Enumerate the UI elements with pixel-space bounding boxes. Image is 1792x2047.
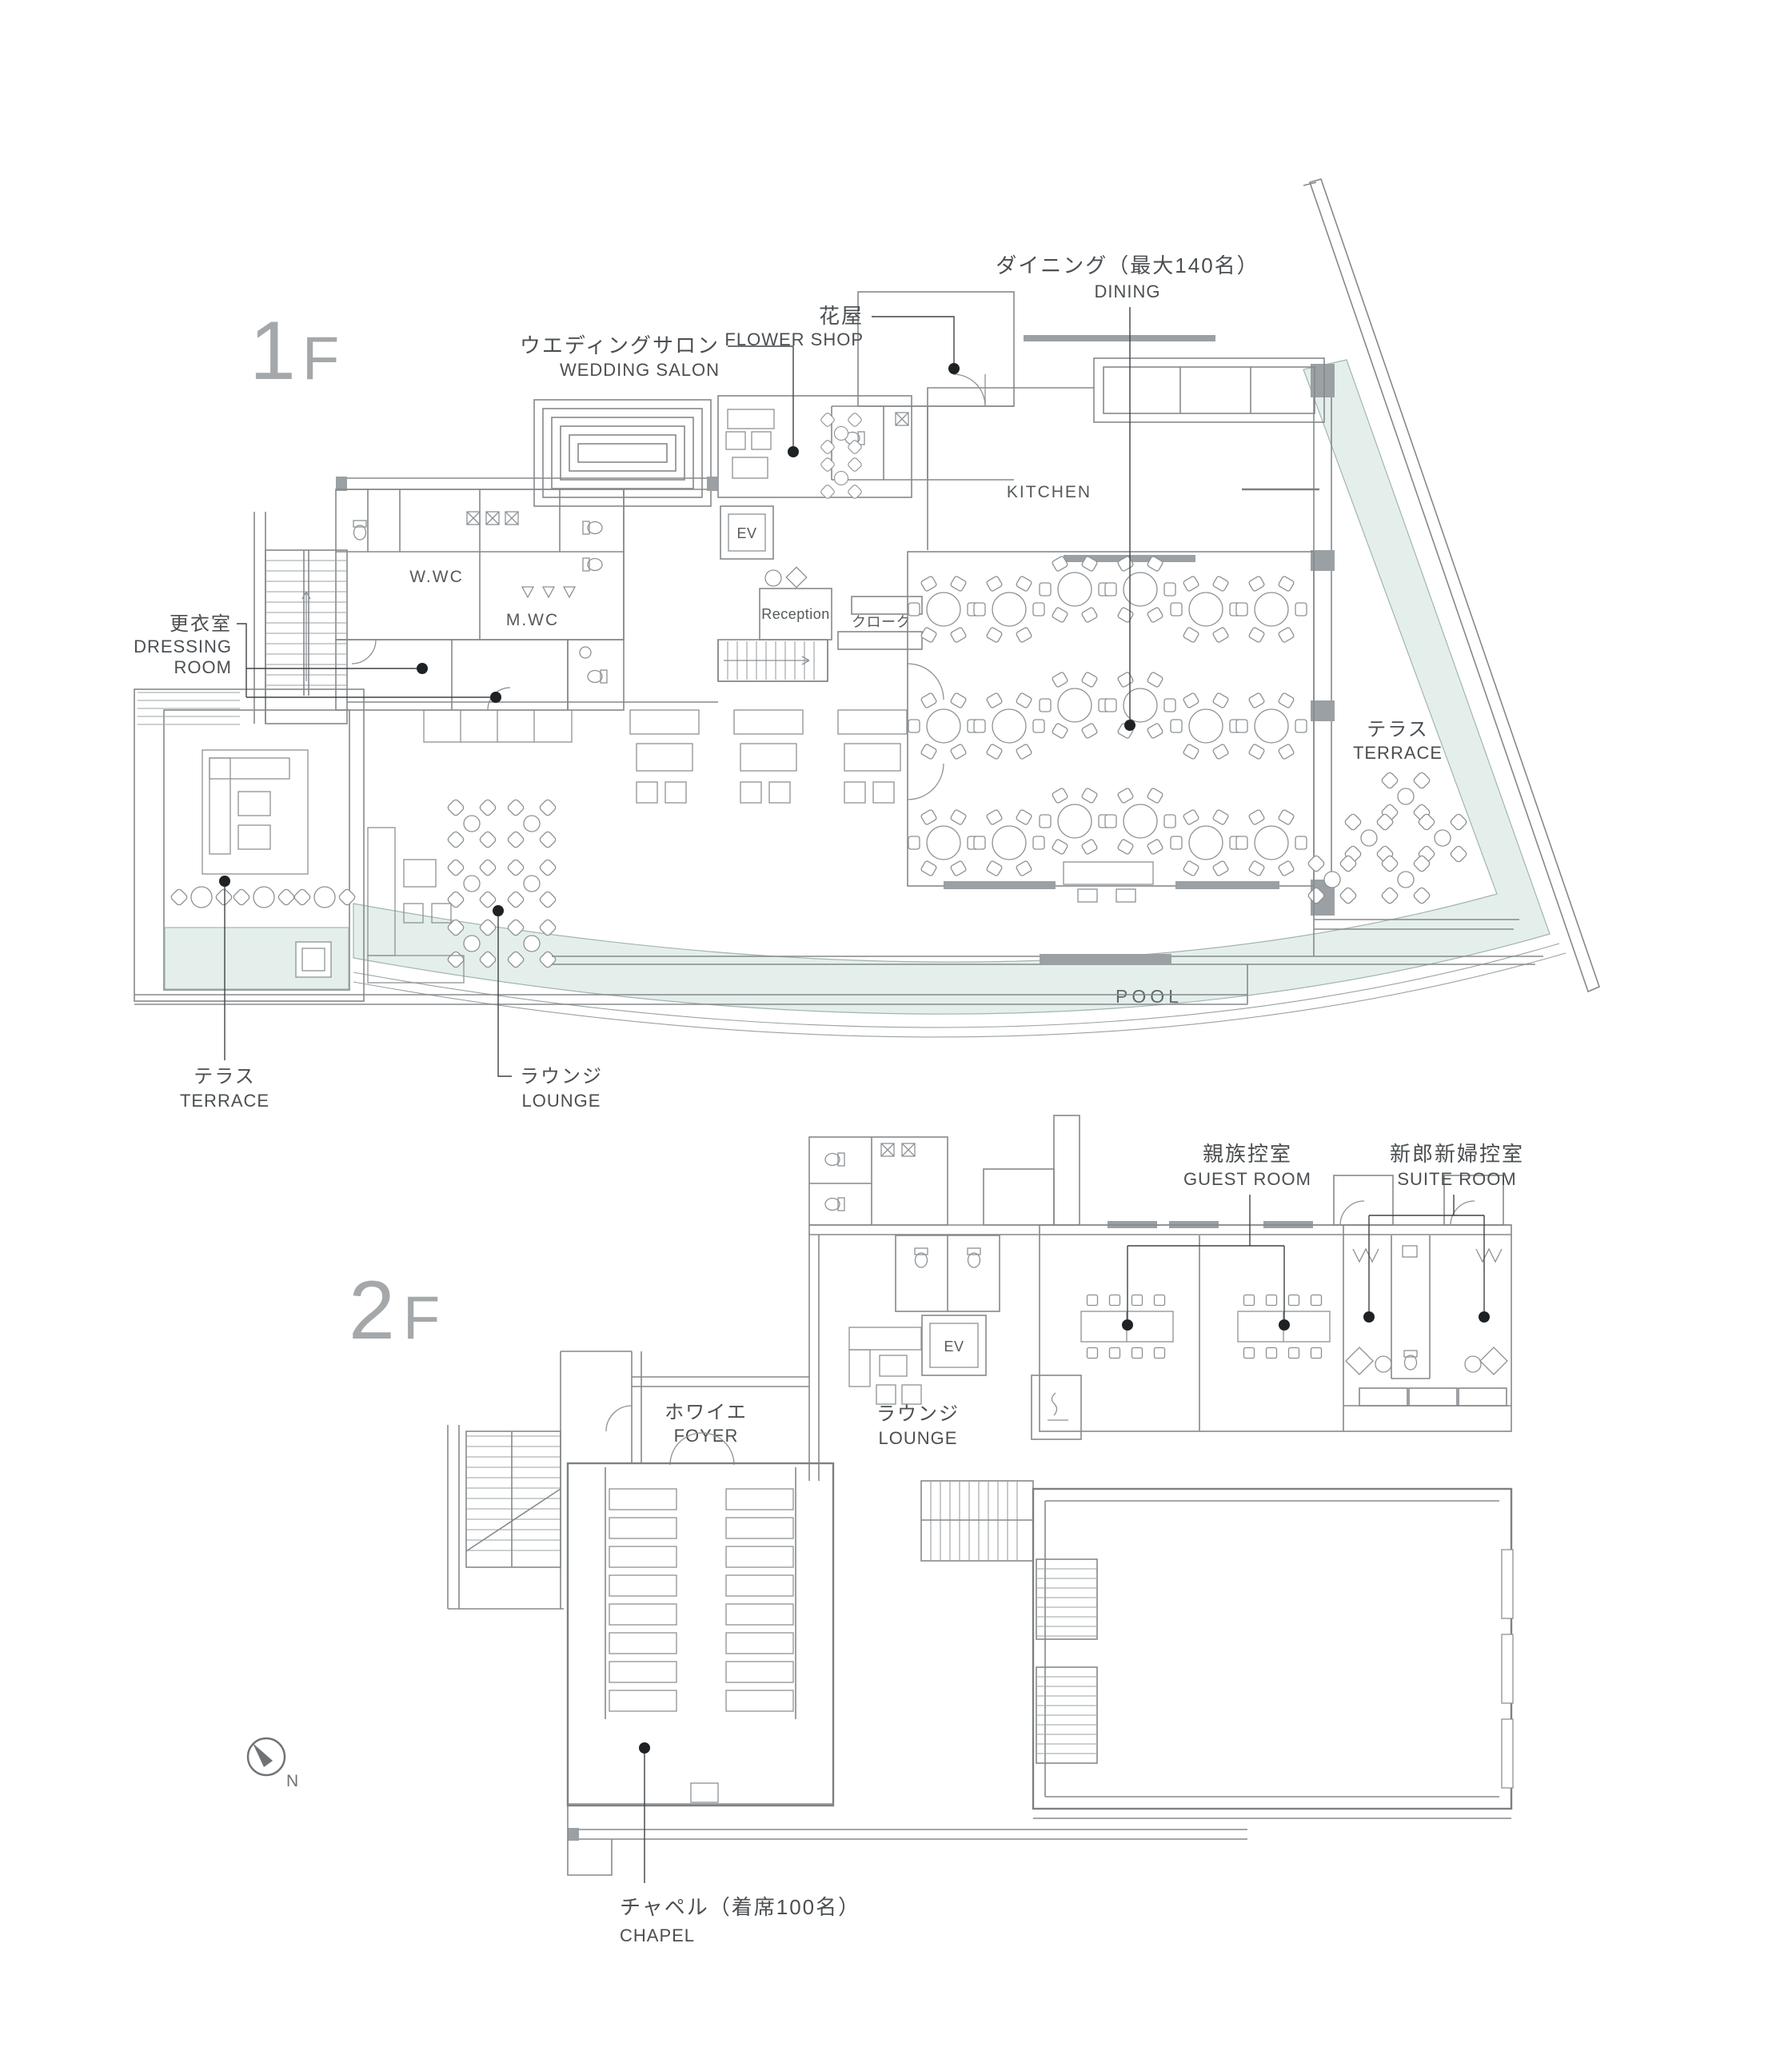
label-lounge-1f: ラウンジ LOUNGE xyxy=(493,905,603,1111)
dining-room xyxy=(907,551,1315,903)
small-room-2f xyxy=(983,1168,1055,1226)
elevator-2f-label: EV xyxy=(944,1339,964,1355)
column-2f xyxy=(1053,1115,1080,1226)
kitchen-label: KITCHEN xyxy=(1007,483,1092,501)
wedding-salon-room xyxy=(717,395,912,501)
stairs-1f xyxy=(253,512,348,724)
lounge-2f-label-ja: ラウンジ xyxy=(876,1403,960,1425)
elevator-1f: EV xyxy=(720,505,774,560)
head-table xyxy=(1063,861,1154,903)
label-flower-shop: 花屋 FLOWER SHOP xyxy=(724,304,960,374)
reception-area: Reception クローク xyxy=(717,566,923,682)
chapel-double-doors xyxy=(669,1432,735,1466)
womens-wc-label: W.WC xyxy=(409,568,463,586)
cloak-shelf-top xyxy=(851,596,923,615)
corridor-stairs-2f xyxy=(920,1480,1034,1562)
foyer: ホワイエ FOYER xyxy=(568,1351,833,1466)
svg-text:CHAPEL: CHAPEL xyxy=(620,1925,695,1945)
svg-text:ROOM: ROOM xyxy=(174,657,232,677)
svg-text:更衣室: 更衣室 xyxy=(170,613,232,635)
hall-stairs xyxy=(1036,1558,1098,1764)
south-deck-walls xyxy=(134,886,1543,1005)
cloak-label: クローク xyxy=(852,614,911,630)
lounge-2f-label-en: LOUNGE xyxy=(879,1428,958,1448)
lounge-1f xyxy=(367,709,908,984)
wc-block: W.WC M.WC xyxy=(335,489,625,640)
guest-room-tables xyxy=(1080,1294,1331,1359)
wc-block-2f xyxy=(808,1136,948,1226)
pool-label: POOL xyxy=(1116,986,1183,1007)
chapel-pews xyxy=(609,1488,794,1712)
svg-text:テラス: テラス xyxy=(194,1066,256,1087)
svg-text:新郎新婦控室: 新郎新婦控室 xyxy=(1390,1142,1524,1166)
lounge-l-sofa xyxy=(367,827,465,984)
elevator-wing-2f: EV xyxy=(808,1225,1000,1481)
svg-text:ダイニング（最大140名）: ダイニング（最大140名） xyxy=(996,253,1259,277)
suite-furniture xyxy=(1345,1245,1508,1375)
kitchen-room: KITCHEN xyxy=(927,335,1325,550)
svg-text:DINING: DINING xyxy=(1095,281,1161,301)
label-chapel: チャペル（着席100名） CHAPEL xyxy=(620,1742,860,1945)
foyer-label-ja: ホワイエ xyxy=(665,1402,748,1423)
terraced-steps xyxy=(533,399,712,507)
smoking-room xyxy=(1031,1375,1082,1440)
label-dining: ダイニング（最大140名） DINING xyxy=(996,253,1259,731)
svg-text:ウエディングサロン: ウエディングサロン xyxy=(520,333,720,357)
chapel xyxy=(566,1462,1247,1876)
svg-text:花屋: 花屋 xyxy=(819,304,864,328)
label-dressing-room: 更衣室 DRESSING ROOM xyxy=(134,613,501,703)
svg-text:DRESSING: DRESSING xyxy=(134,636,232,656)
terrace-right-label-ja: テラス xyxy=(1367,719,1429,740)
svg-text:親族控室: 親族控室 xyxy=(1203,1142,1292,1166)
svg-text:LOUNGE: LOUNGE xyxy=(522,1091,601,1111)
lounge-2f: ラウンジ LOUNGE xyxy=(848,1327,960,1448)
chapel-altar xyxy=(690,1782,719,1803)
label-terrace-left: テラス TERRACE xyxy=(180,876,269,1111)
compass-north-label: N xyxy=(286,1772,298,1790)
dressing-room xyxy=(335,639,625,711)
terrace-right: テラス TERRACE xyxy=(1307,719,1468,905)
compass-icon: N xyxy=(246,1737,298,1790)
lounge-sofa-groups xyxy=(629,709,908,804)
label-suite-room: 新郎新婦控室 SUITE ROOM xyxy=(1363,1142,1524,1323)
cloak-shelf-bottom xyxy=(837,631,923,650)
guest-suite-band xyxy=(1039,1175,1512,1432)
svg-text:ラウンジ: ラウンジ xyxy=(520,1066,603,1087)
reception-label: Reception xyxy=(761,606,830,622)
corridor-wall-2f xyxy=(809,1221,1511,1235)
foyer-label-en: FOYER xyxy=(674,1426,739,1446)
stairs-2f xyxy=(447,1351,632,1610)
svg-text:チャペル（着席100名）: チャペル（着席100名） xyxy=(620,1895,860,1919)
svg-text:WEDDING SALON: WEDDING SALON xyxy=(560,360,720,380)
dining-tables xyxy=(908,555,1307,877)
svg-text:SUITE ROOM: SUITE ROOM xyxy=(1397,1169,1516,1189)
label-wedding-salon: ウエディングサロン WEDDING SALON xyxy=(520,333,799,457)
diagonal-wall xyxy=(1303,178,1600,993)
terrace-right-label-en: TERRACE xyxy=(1353,743,1443,763)
mens-wc-label: M.WC xyxy=(506,611,559,629)
svg-text:TERRACE: TERRACE xyxy=(180,1091,269,1111)
label-guest-room: 親族控室 GUEST ROOM xyxy=(1122,1142,1311,1331)
terrace-left xyxy=(134,688,365,1002)
hall-2f xyxy=(1032,1387,1514,1819)
elevator-1f-label: EV xyxy=(736,525,756,541)
svg-text:GUEST ROOM: GUEST ROOM xyxy=(1183,1169,1311,1189)
